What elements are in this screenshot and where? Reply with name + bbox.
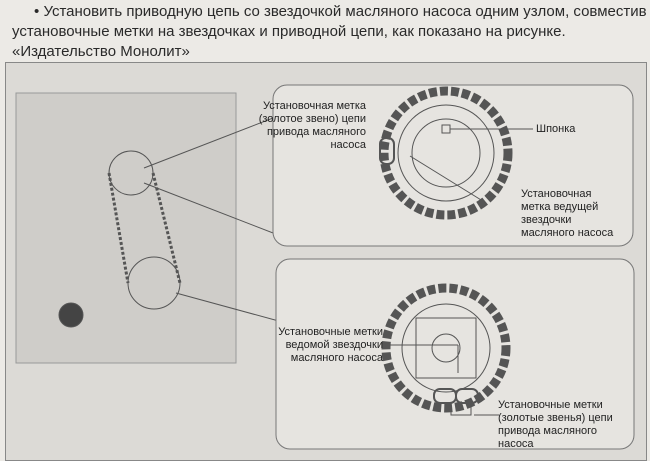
bottom-callout-box — [275, 258, 635, 450]
engine-block-illustration — [15, 92, 237, 364]
figure: Установочная метка (золотое звено) цепи … — [5, 62, 647, 461]
label-key: Шпонка — [536, 123, 576, 135]
logo-icon — [58, 302, 84, 328]
label-driven-sprocket-marks: Установочные метки ведомой звездочки мас… — [278, 326, 383, 364]
chain-top — [379, 86, 513, 220]
label-chain-gold-links: Установочные метки (золотые звенья) цепи… — [498, 399, 613, 450]
diagram-drawing — [15, 84, 635, 450]
instruction-paragraph: • Установить приводную цепь со звездочко… — [12, 2, 648, 62]
label-drive-sprocket-mark: Установочная метка ведущей звездочки мас… — [521, 188, 614, 239]
bullet: • — [34, 3, 40, 20]
top-callout-box — [272, 84, 634, 247]
instruction-text: Установить приводную цепь со звездочкой … — [12, 3, 647, 60]
label-chain-mark: Установочная метка (золотое звено) цепи … — [258, 100, 366, 151]
gold-link-top — [379, 137, 395, 165]
